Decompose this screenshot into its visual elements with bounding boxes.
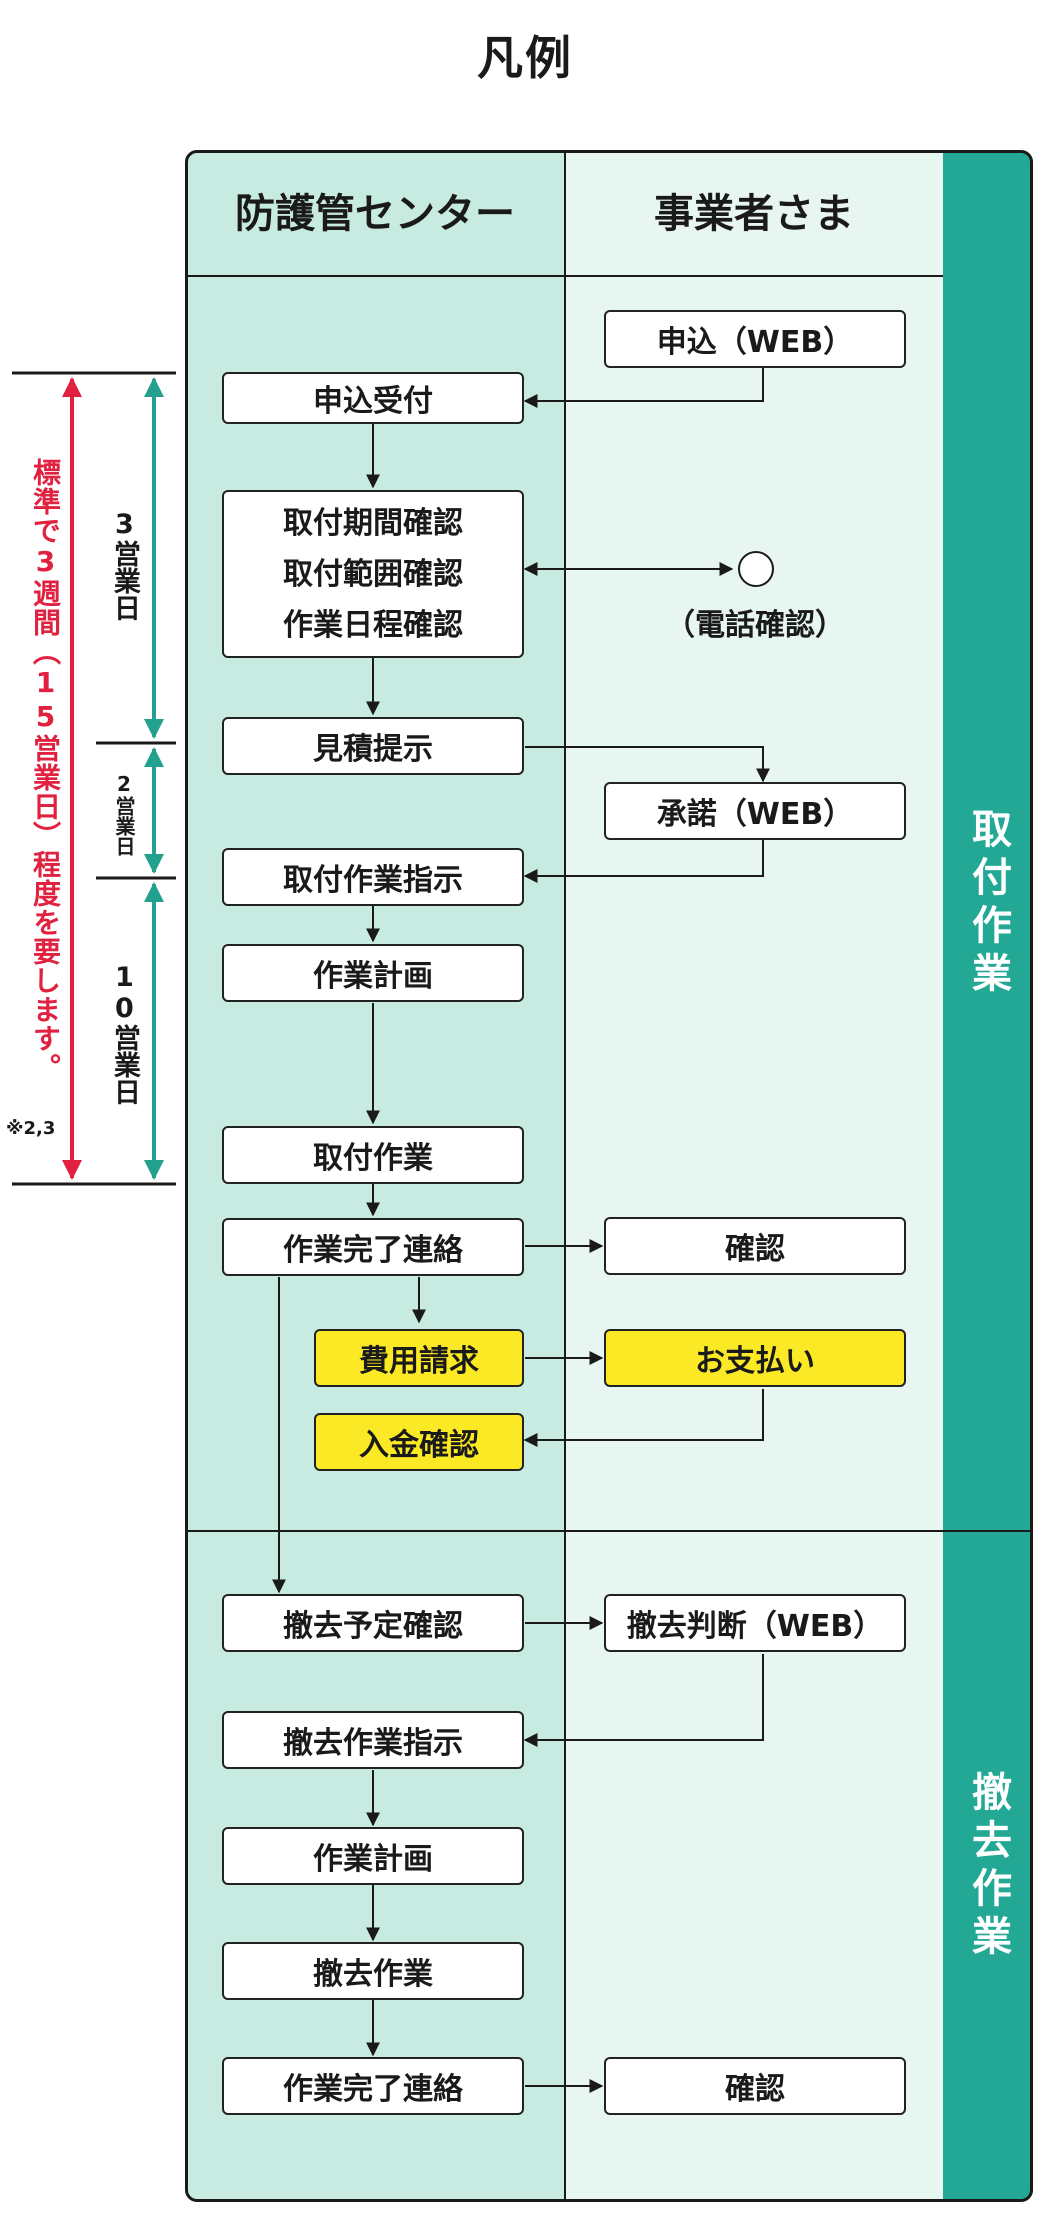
arrow-decision-to-instruct bbox=[523, 1654, 764, 1747]
section-label-removal: 撤去作業 bbox=[965, 1770, 1011, 1963]
arrow-estimate-to-accept bbox=[525, 746, 770, 783]
duration-label-2days: 2営業日 bbox=[112, 771, 136, 856]
box-accept-web: 承諾（WEB） bbox=[604, 782, 906, 840]
box-reception: 申込受付 bbox=[222, 372, 524, 424]
box-payment-confirm: 入金確認 bbox=[314, 1413, 524, 1471]
section-bar bbox=[943, 150, 1033, 2202]
box-payment: お支払い bbox=[604, 1329, 906, 1387]
confirm-range: 取付範囲確認 bbox=[283, 556, 463, 592]
box-removal-schedule: 撤去予定確認 bbox=[222, 1594, 524, 1652]
box-check-2: 確認 bbox=[604, 2057, 906, 2115]
phone-confirm-label: （電話確認） bbox=[665, 608, 845, 643]
box-complete-1: 作業完了連絡 bbox=[222, 1218, 524, 1276]
center-column-header: 防護管センター bbox=[235, 191, 515, 237]
total-duration-label: 標準で3週間（15営業日）程度を要します。 bbox=[29, 458, 62, 1082]
phone-circle bbox=[738, 551, 774, 587]
box-estimate: 見積提示 bbox=[222, 717, 524, 775]
box-removal-instruct: 撤去作業指示 bbox=[222, 1711, 524, 1769]
user-column-header: 事業者さま bbox=[654, 191, 854, 237]
box-complete-2: 作業完了連絡 bbox=[222, 2057, 524, 2115]
arrow-apply-to-reception bbox=[523, 368, 764, 408]
box-apply-web: 申込（WEB） bbox=[604, 310, 906, 368]
footnote: ※2,3 bbox=[6, 1118, 56, 1139]
duration-label-10days: 10営業日 bbox=[108, 961, 140, 1105]
box-confirm: 取付期間確認 取付範囲確認 作業日程確認 bbox=[222, 490, 524, 658]
confirm-schedule: 作業日程確認 bbox=[283, 607, 463, 643]
arrow-payment-to-confirm bbox=[523, 1389, 764, 1447]
box-check-1: 確認 bbox=[604, 1217, 906, 1275]
box-work-plan-2: 作業計画 bbox=[222, 1827, 524, 1885]
section-label-install: 取付作業 bbox=[965, 807, 1011, 1000]
user-column bbox=[565, 150, 943, 2202]
box-install-instruct: 取付作業指示 bbox=[222, 848, 524, 906]
arrow-accept-to-instruct bbox=[523, 840, 764, 883]
duration-label-3days: 3営業日 bbox=[108, 509, 140, 621]
box-removal-decision: 撤去判断（WEB） bbox=[604, 1594, 906, 1652]
box-work-plan-1: 作業計画 bbox=[222, 944, 524, 1002]
confirm-period: 取付期間確認 bbox=[283, 505, 463, 541]
box-billing: 費用請求 bbox=[314, 1329, 524, 1387]
page-title: 凡例 bbox=[477, 31, 573, 85]
box-removal-work: 撤去作業 bbox=[222, 1942, 524, 2000]
box-install-work: 取付作業 bbox=[222, 1126, 524, 1184]
